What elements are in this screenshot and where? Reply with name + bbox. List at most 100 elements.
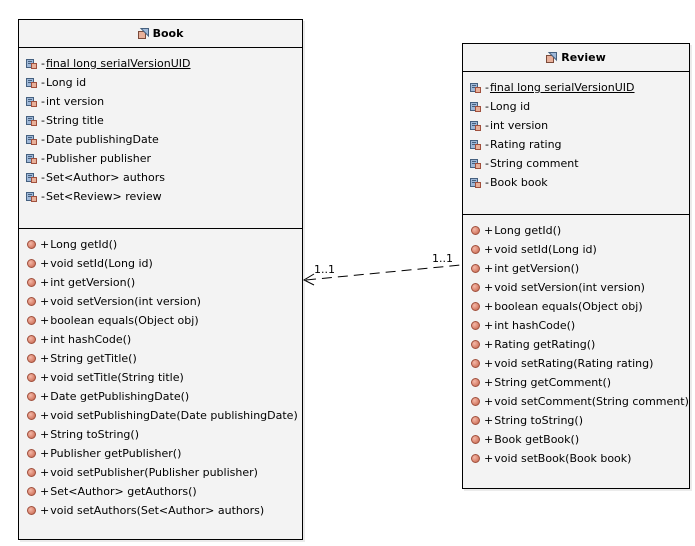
method-row[interactable]: +void setRating(Rating rating) <box>463 354 689 373</box>
field-icon <box>470 177 482 188</box>
method-row[interactable]: +void setComment(String comment) <box>463 392 689 411</box>
arrowhead-icon <box>302 273 315 286</box>
method-icon <box>27 487 36 496</box>
method-signature: void setVersion(int version) <box>50 295 201 308</box>
method-icon <box>27 316 36 325</box>
visibility-marker: + <box>40 276 50 289</box>
method-icon <box>27 297 36 306</box>
visibility-marker: + <box>40 314 50 327</box>
book-class-box[interactable]: Book -final long serialVersionUID-Long i… <box>18 19 303 540</box>
method-icon <box>27 373 36 382</box>
method-signature: String getTitle() <box>50 352 137 365</box>
visibility-marker: - <box>41 133 45 146</box>
method-icon <box>27 506 36 515</box>
method-row[interactable]: +Rating getRating() <box>463 335 689 354</box>
visibility-marker: - <box>41 95 45 108</box>
visibility-marker: - <box>41 152 45 165</box>
attribute-row[interactable]: -final long serialVersionUID <box>19 54 302 73</box>
method-row[interactable]: +int hashCode() <box>463 316 689 335</box>
visibility-marker: + <box>484 376 494 389</box>
visibility-marker: - <box>41 171 45 184</box>
field-icon <box>470 120 482 131</box>
visibility-marker: + <box>484 357 494 370</box>
method-icon <box>27 430 36 439</box>
attribute-row[interactable]: -Rating rating <box>463 135 689 154</box>
method-row[interactable]: +void setPublisher(Publisher publisher) <box>19 463 302 482</box>
method-signature: String toString() <box>50 428 139 441</box>
review-class-header: Review <box>463 44 689 72</box>
attribute-text: String comment <box>489 157 579 170</box>
attribute-row[interactable]: -int version <box>463 116 689 135</box>
method-row[interactable]: +void setBook(Book book) <box>463 449 689 468</box>
attribute-text: Long id <box>45 76 87 89</box>
method-signature: void setBook(Book book) <box>494 452 632 465</box>
attribute-row[interactable]: -Book book <box>463 173 689 192</box>
attribute-text: String title <box>45 114 104 127</box>
visibility-marker: + <box>40 390 50 403</box>
attribute-row[interactable]: -String title <box>19 111 302 130</box>
attribute-row[interactable]: -Date publishingDate <box>19 130 302 149</box>
visibility-marker: + <box>40 428 50 441</box>
attribute-row[interactable]: -Publisher publisher <box>19 149 302 168</box>
method-row[interactable]: +String toString() <box>463 411 689 430</box>
visibility-marker: + <box>40 447 50 460</box>
method-row[interactable]: +void setAuthors(Set<Author> authors) <box>19 501 302 520</box>
method-icon <box>27 468 36 477</box>
field-icon <box>470 101 482 112</box>
visibility-marker: + <box>484 395 494 408</box>
method-row[interactable]: +void setVersion(int version) <box>19 292 302 311</box>
method-signature: boolean equals(Object obj) <box>50 314 199 327</box>
attribute-text: Date publishingDate <box>45 133 159 146</box>
method-row[interactable]: +int getVersion() <box>19 273 302 292</box>
method-row[interactable]: +int getVersion() <box>463 259 689 278</box>
attribute-row[interactable]: -int version <box>19 92 302 111</box>
method-row[interactable]: +String getComment() <box>463 373 689 392</box>
attribute-text: Publisher publisher <box>45 152 152 165</box>
method-row[interactable]: +void setVersion(int version) <box>463 278 689 297</box>
method-row[interactable]: +boolean equals(Object obj) <box>463 297 689 316</box>
review-attributes: -final long serialVersionUID-Long id-int… <box>463 72 689 215</box>
attribute-text: Set<Review> review <box>45 190 162 203</box>
method-row[interactable]: +String getTitle() <box>19 349 302 368</box>
visibility-marker: - <box>41 190 45 203</box>
visibility-marker: + <box>40 238 50 251</box>
method-row[interactable]: +Book getBook() <box>463 430 689 449</box>
method-row[interactable]: +String toString() <box>19 425 302 444</box>
attribute-row[interactable]: -Set<Review> review <box>19 187 302 206</box>
method-row[interactable]: +void setTitle(String title) <box>19 368 302 387</box>
method-icon <box>27 411 36 420</box>
method-row[interactable]: +void setId(Long id) <box>463 240 689 259</box>
method-row[interactable]: +Long getId() <box>19 235 302 254</box>
visibility-marker: - <box>41 76 45 89</box>
dependency-line[interactable] <box>305 264 462 281</box>
attribute-text: Long id <box>489 100 531 113</box>
method-row[interactable]: +void setPublishingDate(Date publishingD… <box>19 406 302 425</box>
method-row[interactable]: +Publisher getPublisher() <box>19 444 302 463</box>
attribute-row[interactable]: -Long id <box>19 73 302 92</box>
method-signature: void setPublisher(Publisher publisher) <box>50 466 258 479</box>
method-icon <box>27 392 36 401</box>
review-class-box[interactable]: Review -final long serialVersionUID-Long… <box>462 43 690 489</box>
method-row[interactable]: +Set<Author> getAuthors() <box>19 482 302 501</box>
method-row[interactable]: +int hashCode() <box>19 330 302 349</box>
attribute-row[interactable]: -final long serialVersionUID <box>463 78 689 97</box>
attribute-text: int version <box>489 119 549 132</box>
method-row[interactable]: +void setId(Long id) <box>19 254 302 273</box>
review-methods: +Long getId()+void setId(Long id)+int ge… <box>463 215 689 468</box>
method-signature: Long getId() <box>50 238 118 251</box>
method-signature: String getComment() <box>494 376 612 389</box>
visibility-marker: - <box>485 119 489 132</box>
attribute-row[interactable]: -Long id <box>463 97 689 116</box>
method-row[interactable]: +Long getId() <box>463 221 689 240</box>
field-icon <box>470 158 482 169</box>
method-signature: void setId(Long id) <box>494 243 597 256</box>
method-icon <box>471 416 480 425</box>
attribute-row[interactable]: -Set<Author> authors <box>19 168 302 187</box>
method-row[interactable]: +boolean equals(Object obj) <box>19 311 302 330</box>
method-row[interactable]: +Date getPublishingDate() <box>19 387 302 406</box>
class-icon <box>546 52 558 63</box>
attribute-row[interactable]: -String comment <box>463 154 689 173</box>
field-icon <box>470 82 482 93</box>
book-end-multiplicity: 1..1 <box>314 263 335 276</box>
